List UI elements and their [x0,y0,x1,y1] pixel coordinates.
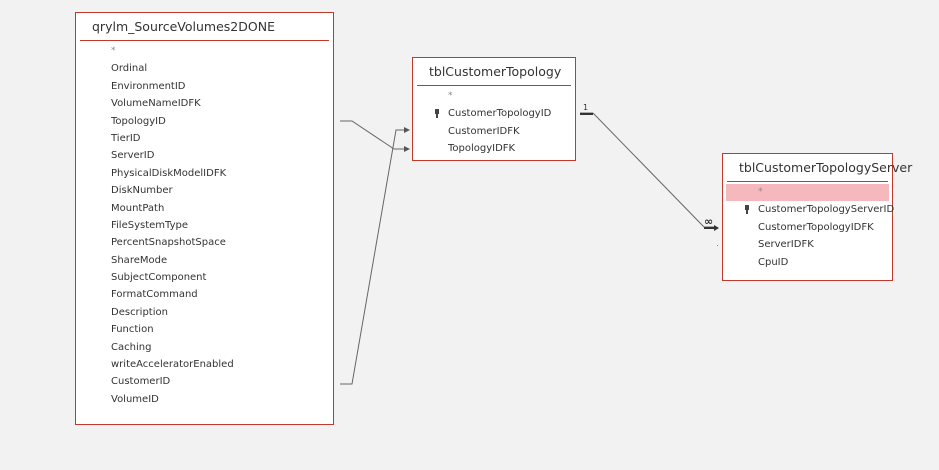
field-row[interactable]: FormatCommand [111,286,333,303]
field-label: PhysicalDiskModelIDFK [111,167,227,179]
join-arrow-icon [714,225,719,231]
field-row[interactable]: CustomerIDFK [448,123,575,140]
field-label: SubjectComponent [111,272,207,284]
field-row[interactable]: ServerIDFK [723,236,892,253]
field-row[interactable]: PhysicalDiskModelIDFK [111,165,333,182]
field-label: Description [111,306,168,318]
field-label: FormatCommand [111,289,198,301]
field-label: ServerID [111,150,155,162]
field-label: VolumeNameIDFK [111,98,201,110]
field-label: * [758,187,763,197]
field-all-columns[interactable]: * [726,184,889,202]
field-label: Function [111,324,154,336]
one-symbol: 1 [583,103,588,112]
table-title[interactable]: tblCustomerTopologyServer [727,154,912,182]
field-row[interactable]: FileSystemType [111,217,333,234]
field-row[interactable]: ServerID [111,147,333,164]
join-arrow-icon [404,127,410,133]
field-label: EnvironmentID [111,80,186,92]
field-label: TierID [111,132,141,144]
field-label: CustomerTopologyServerID [758,204,895,216]
field-row[interactable]: DiskNumber [111,182,333,199]
field-row[interactable]: CustomerID [111,373,333,390]
field-label: CpuID [758,256,789,268]
field-row[interactable]: Caching [111,339,333,356]
field-row[interactable]: EnvironmentID [111,78,333,95]
field-row[interactable]: CustomerTopologyID [435,105,575,122]
table-title[interactable]: tblCustomerTopology [417,58,571,86]
field-label: * [448,91,453,101]
field-label: FileSystemType [111,219,188,231]
field-all-columns[interactable]: * [448,88,575,105]
field-label: * [111,46,116,56]
field-label: ShareMode [111,254,168,266]
field-row[interactable]: Function [111,321,333,338]
field-label: CustomerTopologyIDFK [758,221,874,233]
primary-key-icon [435,109,439,119]
field-label: CustomerTopologyID [448,108,552,120]
field-row[interactable]: CpuID [723,254,892,271]
field-label: CustomerIDFK [448,125,520,137]
field-row[interactable]: Ordinal [111,60,333,77]
field-row[interactable]: ShareMode [111,252,333,269]
join-line-customertopologyid[interactable] [580,112,716,228]
field-row[interactable]: writeAcceleratorEnabled [111,356,333,373]
field-row[interactable]: CustomerTopologyServerID [723,201,895,218]
field-row[interactable]: TopologyIDFK [448,140,575,157]
field-label: DiskNumber [111,185,173,197]
field-list: * CustomerTopologyID CustomerIDFK TopologyI… [413,86,575,158]
field-label: MountPath [111,202,165,214]
field-label: CustomerID [111,376,171,388]
field-all-columns[interactable]: * [111,43,333,60]
many-symbol: ∞ [704,215,713,228]
field-label: TopologyID [111,115,166,127]
join-arrow-icon [404,146,410,152]
field-row[interactable]: MountPath [111,200,333,217]
table-tblcustomertopologyserver[interactable]: tblCustomerTopologyServer * CustomerTopol… [722,153,912,281]
primary-key-icon [745,205,749,215]
field-label: writeAcceleratorEnabled [111,359,234,371]
field-row[interactable]: SubjectComponent [111,269,333,286]
field-row[interactable]: CustomerTopologyIDFK [723,219,892,236]
table-title[interactable]: qrylm_SourceVolumes2DONE [80,13,329,41]
field-row[interactable]: TopologyID [111,113,333,130]
join-anchor-dot [717,245,718,246]
field-row[interactable]: VolumeID [111,391,333,408]
field-row[interactable]: TierID [111,130,333,147]
field-row[interactable]: Description [111,304,333,321]
field-label: ServerIDFK [758,239,814,251]
field-list: * CustomerTopologyServerID CustomerTopolog… [723,182,895,271]
field-row[interactable]: VolumeNameIDFK [111,95,333,112]
field-label: PercentSnapshotSpace [111,237,226,249]
field-row[interactable]: PercentSnapshotSpace [111,234,333,251]
table-tblcustomertopology[interactable]: tblCustomerTopology * CustomerTopologyID C… [412,57,576,161]
field-label: Ordinal [111,63,148,75]
field-label: TopologyIDFK [448,143,516,155]
field-label: VolumeID [111,393,159,405]
join-line-topologyid[interactable] [340,120,404,150]
field-label: Caching [111,341,152,353]
join-line-customerid[interactable] [340,129,404,385]
